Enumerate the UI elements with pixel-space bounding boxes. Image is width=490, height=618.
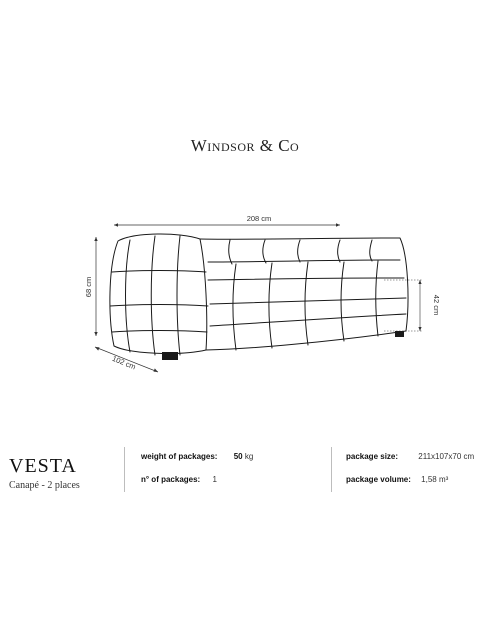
spec-size-label: package size: <box>346 452 399 461</box>
spec-volume-label: package volume: <box>346 475 411 484</box>
width-dimension-label: 208 cm <box>247 214 272 223</box>
seat-height-dimension-line <box>384 279 423 332</box>
spec-volume-value: 1,58 m³ <box>421 475 449 484</box>
spec-weight-unit: kg <box>244 452 254 461</box>
spec-size: package size: 211x107x70 cm <box>346 452 474 461</box>
brand-logo: Windsor & Co <box>190 136 300 155</box>
product-subtitle: Canapé - 2 places <box>9 480 80 491</box>
divider <box>124 447 125 492</box>
sofa-outline <box>109 233 409 360</box>
product-name: VESTA <box>9 455 77 477</box>
spec-weight: weight of packages: 50 kg <box>141 452 253 461</box>
height-dimension-line <box>94 237 98 336</box>
spec-volume: package volume: 1,58 m³ <box>346 475 448 484</box>
divider <box>331 447 332 492</box>
spec-count-value: 1 <box>212 475 217 484</box>
spec-size-value: 211x107x70 cm <box>418 452 475 461</box>
seat-height-dimension-label: 42 cm <box>432 295 441 315</box>
depth-dimension-label: 102 cm <box>111 354 137 372</box>
sofa-dimension-drawing: 208 cm 68 cm 102 cm 42 cm <box>0 200 490 400</box>
width-dimension-line <box>114 223 340 227</box>
spec-weight-label: weight of packages: <box>141 452 218 461</box>
height-dimension-label: 68 cm <box>84 277 93 297</box>
spec-count-label: n° of packages: <box>141 475 201 484</box>
depth-dimension-line <box>94 346 159 373</box>
spec-count: n° of packages: 1 <box>141 475 217 484</box>
spec-weight-value: 50 <box>233 452 243 461</box>
